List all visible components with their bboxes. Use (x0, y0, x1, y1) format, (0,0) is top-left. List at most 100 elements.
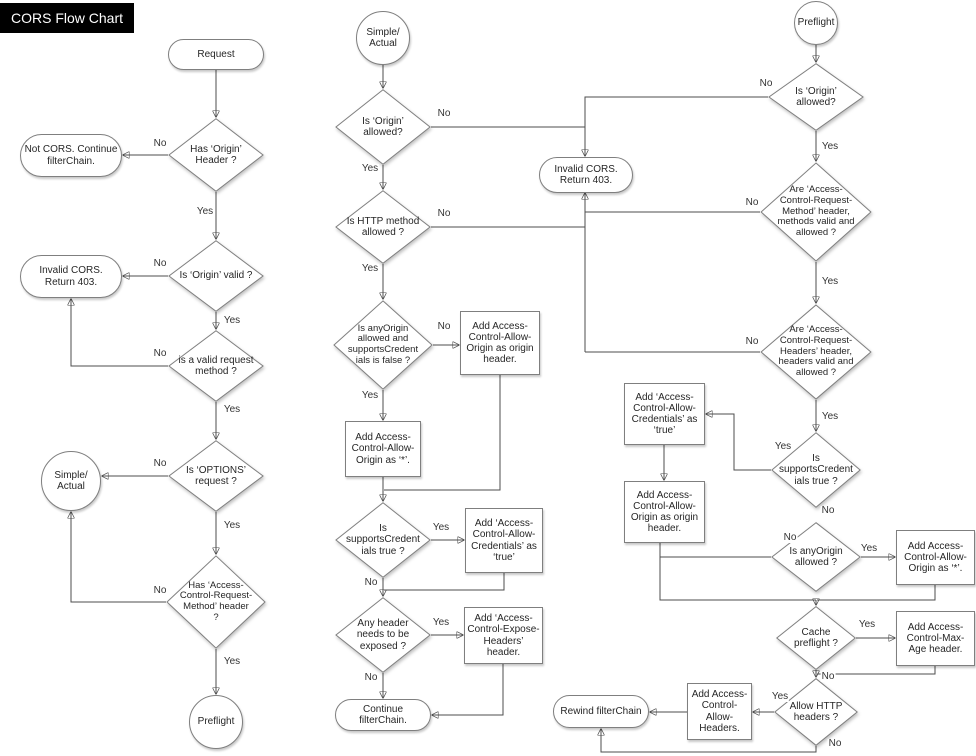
edge-label-yes: Yes (360, 390, 380, 401)
process-add-origin-header-right: Add Access- Control-Allow- Origin as ori… (624, 481, 705, 543)
decision-is-valid-request-method: is a valid request method ? (168, 330, 264, 402)
node-label: Add ‘Access- Control-Allow- Credentials’… (471, 518, 537, 563)
node-label: Add Access- Control-Max- Age header. (906, 621, 965, 656)
diamond-shape (760, 162, 872, 262)
node-label: Rewind filterChain (560, 705, 642, 717)
edge-label-no: No (152, 585, 168, 596)
decision-supports-credentials-right: Is supportsCredent ials true ? (771, 432, 861, 508)
diamond-shape (168, 118, 264, 192)
edge-label-no: No (436, 108, 452, 119)
edge-label-yes: Yes (820, 276, 840, 287)
node-label: Has ‘Origin’ Header ? (190, 143, 242, 166)
terminator-continue-filterchain: Continue filterChain. (335, 699, 431, 731)
node-label: Is HTTP method allowed ? (346, 215, 420, 238)
edge-label-yes: Yes (195, 206, 215, 217)
diamond-shape (760, 304, 872, 400)
edge-label-yes: Yes (360, 163, 380, 174)
edge-label-no: No (152, 258, 168, 269)
diamond-shape (335, 190, 431, 264)
edge-label-no: No (363, 672, 379, 683)
edge-label-yes: Yes (820, 141, 840, 152)
node-label: Is anyOrigin allowed ? (789, 545, 843, 568)
connector-simple-actual-left: Simple/ Actual (41, 451, 101, 511)
process-add-expose-headers: Add ‘Access- Control-Expose- Headers’ he… (464, 607, 543, 664)
edge-label-no: No (744, 197, 760, 208)
node-label: is a valid request method ? (178, 354, 254, 377)
edge-label-no: No (436, 321, 452, 332)
terminator-rewind-filterchain: Rewind filterChain (553, 695, 649, 728)
decision-origin-allowed-mid: Is ‘Origin’ allowed? (335, 89, 431, 165)
decision-supports-credentials-mid: Is supportsCredent ials true ? (335, 502, 431, 578)
node-label: Cache preflight ? (794, 626, 838, 649)
node-label: Add Access- Control-Allow- Origin as ori… (630, 489, 699, 535)
node-label: Continue filterChain. (359, 703, 407, 726)
edge-label-no: No (758, 78, 774, 89)
edge-label-yes: Yes (820, 411, 840, 422)
node-label: Preflight (197, 716, 235, 728)
node-label: Add ‘Access- Control-Expose- Headers’ he… (467, 613, 540, 658)
edge-label-no: No (436, 208, 452, 219)
node-label: Not CORS. Continue filterChain. (24, 144, 118, 167)
decision-request-method-valid: Are ‘Access- Control-Request- Method’ he… (760, 162, 872, 262)
node-label: Simple/ Actual (54, 469, 88, 492)
edge-label-yes: Yes (857, 619, 877, 630)
terminator-invalid-cors-mid: Invalid CORS. Return 403. (539, 157, 633, 193)
decision-is-origin-valid: Is ‘Origin’ valid ? (168, 240, 264, 312)
edge-label-no: No (152, 348, 168, 359)
node-label: Allow HTTP headers ? (789, 700, 843, 723)
diamond-shape (333, 300, 433, 390)
process-add-star-origin-mid: Add Access- Control-Allow- Origin as ‘*’… (345, 421, 421, 477)
decision-origin-allowed-right: Is ‘Origin’ allowed? (768, 63, 864, 131)
edge-label-no: No (152, 138, 168, 149)
node-label: Are ‘Access- Control-Request- Method’ he… (777, 184, 855, 238)
edge-label-yes: Yes (222, 404, 242, 415)
decision-has-acrm-header: Has ‘Access- Control-Request- Method’ he… (166, 555, 266, 649)
diamond-shape (168, 440, 264, 512)
terminator-invalid-cors-left: Invalid CORS. Return 403. (20, 255, 122, 298)
edge-label-no: No (820, 671, 836, 682)
edge-label-no: No (152, 458, 168, 469)
edge-label-yes: Yes (222, 315, 242, 326)
process-add-allow-credentials-right: Add ‘Access- Control-Allow- Credentials’… (624, 383, 705, 445)
node-label: Preflight (797, 17, 835, 29)
edge-label-no: No (363, 577, 379, 588)
edge-label-no: No (820, 505, 836, 516)
diamond-shape (335, 89, 431, 165)
edge-label-no: No (744, 336, 760, 347)
node-label: Is ‘OPTIONS’ request ? (185, 464, 246, 487)
decision-any-header-exposed: Any header needs to be exposed ? (335, 597, 431, 673)
node-label: Is supportsCredent ials true ? (779, 453, 853, 487)
node-label: Add Access- Control- Allow- Headers. (691, 689, 748, 734)
node-label: Is ‘Origin’ allowed? (362, 115, 404, 138)
diamond-shape (168, 330, 264, 402)
node-label: Add Access- Control-Allow- Origin as ori… (466, 320, 534, 366)
node-label: Invalid CORS. Return 403. (39, 265, 103, 288)
edge-label-yes: Yes (859, 543, 879, 554)
decision-cache-preflight: Cache preflight ? (776, 606, 856, 670)
node-label: Request (197, 48, 235, 60)
diamond-shape (768, 63, 864, 131)
edge-label-yes: Yes (222, 520, 242, 531)
node-label: Add Access- Control-Allow- Origin as ‘*’… (904, 540, 967, 575)
diamond-shape (335, 597, 431, 673)
terminator-request: Request (168, 39, 264, 70)
decision-request-headers-valid: Are ‘Access- Control-Request- Headers’ h… (760, 304, 872, 400)
edge-label-no: No (782, 532, 798, 543)
connector-preflight-right: Preflight (794, 1, 838, 45)
node-label: Invalid CORS. Return 403. (554, 163, 618, 186)
connector-simple-actual-mid: Simple/ Actual (356, 11, 410, 65)
decision-allow-http-headers: Allow HTTP headers ? (774, 678, 858, 746)
node-label: Add ‘Access- Control-Allow- Credentials’… (631, 391, 698, 437)
decision-anyorigin-and-no-credentials: Is anyOrigin allowed and supportsCredent… (333, 300, 433, 390)
node-label: Add Access- Control-Allow- Origin as ‘*’… (351, 432, 415, 466)
process-add-origin-header-mid: Add Access- Control-Allow- Origin as ori… (460, 311, 540, 375)
diamond-shape (771, 432, 861, 508)
node-label: Has ‘Access- Control-Request- Method’ he… (179, 579, 253, 623)
process-add-allow-headers: Add Access- Control- Allow- Headers. (687, 683, 752, 740)
process-add-max-age-header: Add Access- Control-Max- Age header. (896, 611, 975, 666)
process-add-star-origin-right: Add Access- Control-Allow- Origin as ‘*’… (896, 530, 975, 585)
edge-label-yes: Yes (222, 656, 242, 667)
chart-title: CORS Flow Chart (0, 3, 135, 33)
node-label: Are ‘Access- Control-Request- Headers’ h… (778, 324, 854, 378)
